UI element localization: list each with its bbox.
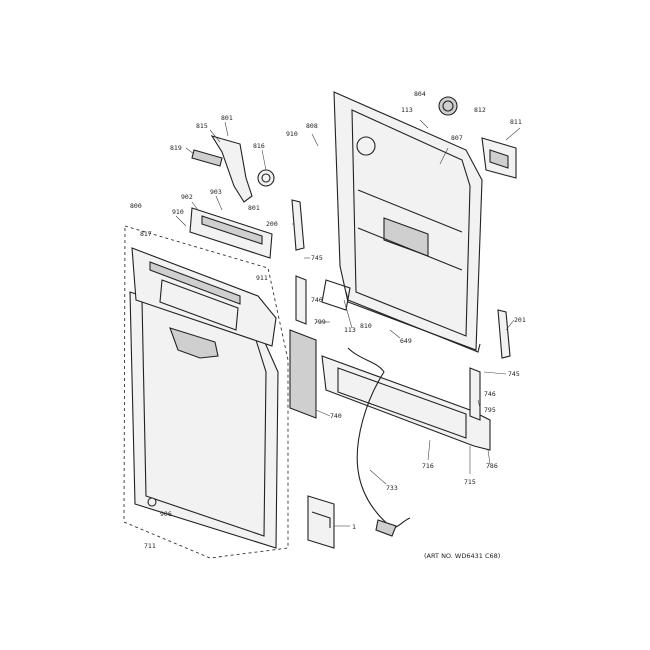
callout-910a: 910 xyxy=(172,208,184,216)
callout-800: 800 xyxy=(130,202,142,210)
callout-801b: 801 xyxy=(248,204,260,212)
callout-816: 816 xyxy=(253,142,265,150)
callout-807: 807 xyxy=(451,134,463,142)
callout-906: 906 xyxy=(160,510,172,518)
vent-812 xyxy=(438,96,458,116)
callout-1: 1 xyxy=(352,523,356,531)
door-badge-906 xyxy=(147,497,157,507)
callout-812: 812 xyxy=(474,106,486,114)
callout-808: 808 xyxy=(306,122,318,130)
inner-door-liner xyxy=(333,91,483,351)
hinge-right-201 xyxy=(497,309,511,359)
control-board xyxy=(189,207,273,259)
handle-819 xyxy=(191,149,223,167)
leader-lines xyxy=(175,119,521,527)
hinge-arm-746-right xyxy=(469,367,481,421)
callout-716: 716 xyxy=(422,462,434,470)
callout-801: 801 xyxy=(221,114,233,122)
callout-745b: 745 xyxy=(508,370,520,378)
callout-733: 733 xyxy=(386,484,398,492)
literature-manual xyxy=(307,495,335,549)
callout-799: 799 xyxy=(314,318,326,326)
callout-746a: 746 xyxy=(311,296,323,304)
liner-port-circle xyxy=(356,136,376,156)
callout-903: 903 xyxy=(210,188,222,196)
harness-connector xyxy=(375,519,397,537)
callout-810: 810 xyxy=(360,322,372,330)
callout-715: 715 xyxy=(464,478,476,486)
callout-113b: 113 xyxy=(401,106,413,114)
callout-795: 795 xyxy=(484,406,496,414)
art-number: (ART NO. WD6431 C68) xyxy=(424,552,500,560)
seal-810 xyxy=(321,279,351,311)
callout-711: 711 xyxy=(144,542,156,550)
callout-200: 200 xyxy=(266,220,278,228)
callout-815: 815 xyxy=(196,122,208,130)
callout-910b: 910 xyxy=(286,130,298,138)
dispenser-811 xyxy=(481,137,517,179)
control-panel-console xyxy=(131,247,277,347)
hinge-arm-746-left xyxy=(295,275,307,325)
callout-811: 811 xyxy=(510,118,522,126)
callout-902: 902 xyxy=(181,193,193,201)
callout-804: 804 xyxy=(414,90,426,98)
bracket-815 xyxy=(210,135,253,203)
callout-911: 911 xyxy=(256,274,268,282)
callout-113a: 113 xyxy=(344,326,356,334)
callout-201: 201 xyxy=(514,316,526,324)
callout-649: 649 xyxy=(400,337,412,345)
hinge-left-200 xyxy=(291,199,305,251)
callout-786: 786 xyxy=(486,462,498,470)
callout-745a: 745 xyxy=(311,254,323,262)
insulation-block-799 xyxy=(289,329,317,419)
callout-817: 817 xyxy=(140,230,152,238)
callout-746b: 746 xyxy=(484,390,496,398)
ring-816 xyxy=(257,169,275,187)
door-gasket xyxy=(345,291,481,353)
callout-labels: 801 815 819 816 902 903 801 910 800 817 … xyxy=(130,90,526,560)
outer-door-panel xyxy=(129,291,279,549)
callout-740: 740 xyxy=(330,412,342,420)
callout-819: 819 xyxy=(170,144,182,152)
bottom-trim-channel xyxy=(321,355,491,451)
